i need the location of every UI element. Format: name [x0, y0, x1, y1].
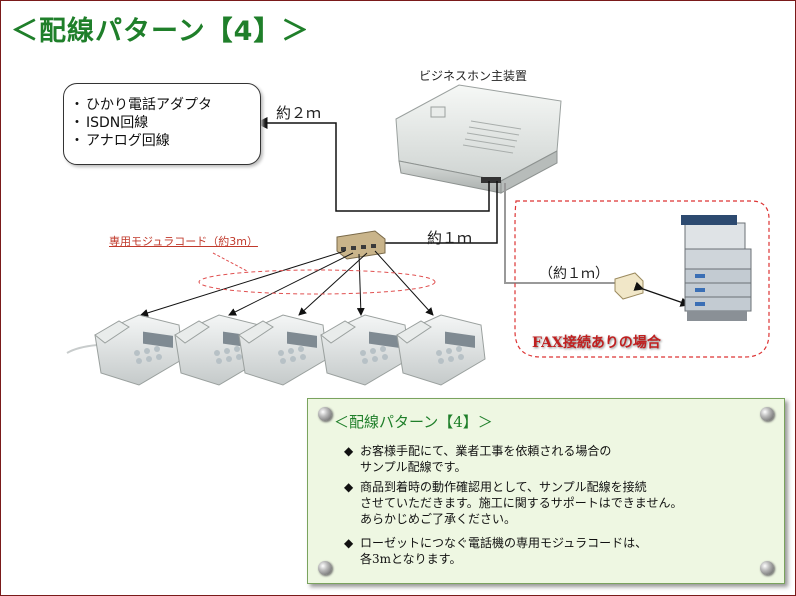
- fax-copier: [681, 215, 752, 321]
- telephones: [66, 314, 486, 386]
- pin-icon: [318, 561, 332, 575]
- line-types-box: ひかり電話アダプタ ISDN回線 アナログ回線: [63, 83, 261, 165]
- telephone-4: [320, 314, 410, 386]
- pbx-label: ビジネスホン主装置: [419, 69, 528, 83]
- pbx-unit: [395, 84, 562, 194]
- length-label-fax: （約１ｍ）: [539, 266, 609, 282]
- telephone-5: [396, 314, 486, 386]
- telephone-3: [238, 314, 328, 386]
- diamond-bullet-icon: ◆: [344, 536, 354, 550]
- fax-region: [514, 200, 770, 358]
- fax-connection: [633, 281, 691, 307]
- cord-label: 専用モジュラコード（約3m）: [109, 235, 258, 248]
- note-item-text: ローゼットにつなぐ電話機の専用モジュラコードは、 各3mとなります。: [360, 536, 648, 566]
- note-item: ◆ お客様手配にて、業者工事を依頼される場合の サンプル配線です。: [344, 443, 764, 475]
- fax-cable: [504, 183, 615, 284]
- telephone-1: [66, 314, 184, 386]
- line-type-item: アナログ回線: [86, 132, 260, 150]
- diamond-bullet-icon: ◆: [344, 444, 354, 458]
- note-title: ＜配線パターン【4】＞: [334, 413, 493, 431]
- note-item-text: お客様手配にて、業者工事を依頼される場合の サンプル配線です。: [360, 444, 612, 474]
- pin-icon: [760, 561, 774, 575]
- diamond-bullet-icon: ◆: [344, 480, 354, 494]
- pin-icon: [760, 407, 774, 421]
- line-types-list: ひかり電話アダプタ ISDN回線 アナログ回線: [64, 84, 260, 150]
- line-type-item: ISDN回線: [86, 114, 260, 132]
- phone-cords: [140, 250, 434, 317]
- page-title: ＜配線パターン【4】＞: [11, 16, 310, 47]
- fax-case-label: FAX接続ありの場合: [532, 335, 661, 351]
- modular-splitter: [336, 230, 386, 260]
- note-item: ◆ ローゼットにつなぐ電話機の専用モジュラコードは、 各3mとなります。: [344, 535, 764, 567]
- note-item-text: 商品到着時の動作確認用として、サンプル配線を接続 させていただきます。施工に関す…: [360, 480, 683, 526]
- fax-adapter: [614, 272, 644, 300]
- note-panel: ＜配線パターン【4】＞ ◆ お客様手配にて、業者工事を依頼される場合の サンプル…: [307, 398, 785, 584]
- note-item: ◆ 商品到着時の動作確認用として、サンプル配線を接続 させていただきます。施工に…: [344, 479, 764, 527]
- cord-group-ellipse: [198, 269, 436, 295]
- pin-icon: [318, 407, 332, 421]
- cables: [255, 117, 498, 244]
- line-type-item: ひかり電話アダプタ: [86, 96, 260, 114]
- length-label-splitter: 約１ｍ: [427, 229, 473, 247]
- length-label-lines: 約２ｍ: [276, 104, 322, 122]
- cord-label-leader: [212, 252, 248, 272]
